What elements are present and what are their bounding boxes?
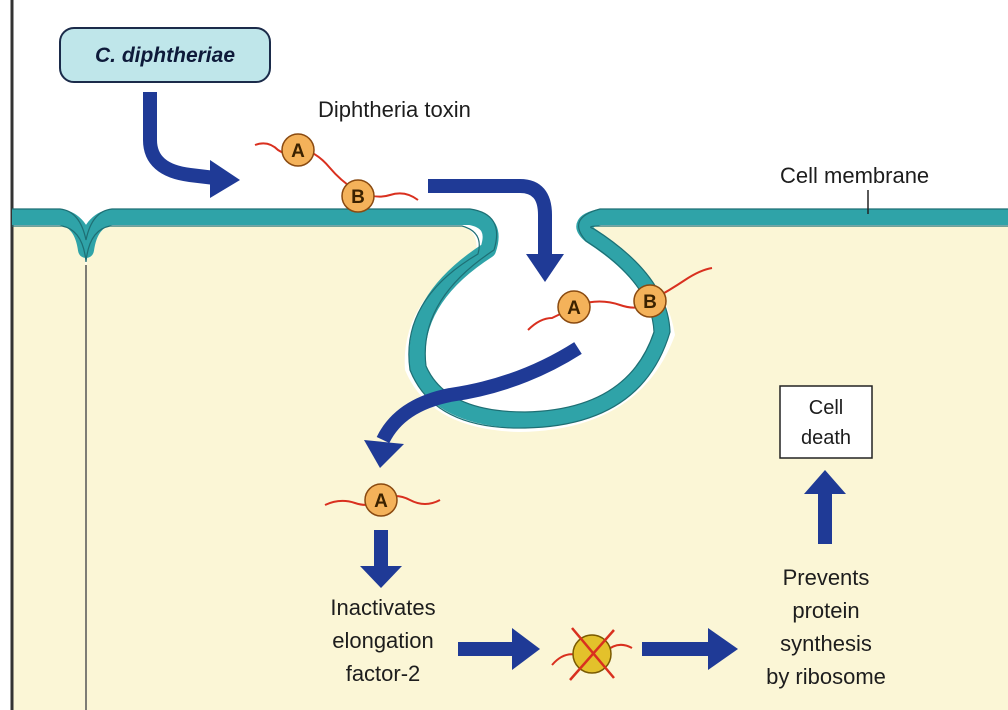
prevents-line-2: protein — [792, 598, 859, 623]
inactivates-line-2: elongation — [332, 628, 434, 653]
inactivates-line-3: factor-2 — [346, 661, 421, 686]
subunit-b-vesicle-label: B — [643, 292, 657, 313]
subunit-a-vesicle-label: A — [567, 298, 581, 319]
membrane-label: Cell membrane — [780, 163, 929, 188]
cell-death-line-1: Cell — [809, 397, 843, 419]
arrow-up-shaft — [818, 492, 832, 544]
subunit-b-outside-label: B — [351, 187, 365, 208]
prevents-line-3: synthesis — [780, 631, 872, 656]
arrow-secretion — [150, 92, 215, 178]
arrow-right-1-shaft — [458, 642, 516, 656]
inactivates-line-1: Inactivates — [330, 595, 435, 620]
arrow-endocytosis-head — [526, 254, 564, 282]
prevents-line-1: Prevents — [783, 565, 870, 590]
cell-death-line-2: death — [801, 427, 851, 449]
arrow-right-2-shaft — [642, 642, 712, 656]
prevents-line-4: by ribosome — [766, 664, 886, 689]
subunit-a-outside-label: A — [291, 141, 305, 162]
arrow-secretion-head — [210, 160, 240, 198]
arrow-down-shaft — [374, 530, 388, 568]
toxin-label: Diphtheria toxin — [318, 97, 471, 122]
subunit-a-free-label: A — [374, 491, 388, 512]
organism-title: C. diphtheriae — [95, 44, 235, 67]
toxin-chain-outside — [255, 143, 418, 200]
